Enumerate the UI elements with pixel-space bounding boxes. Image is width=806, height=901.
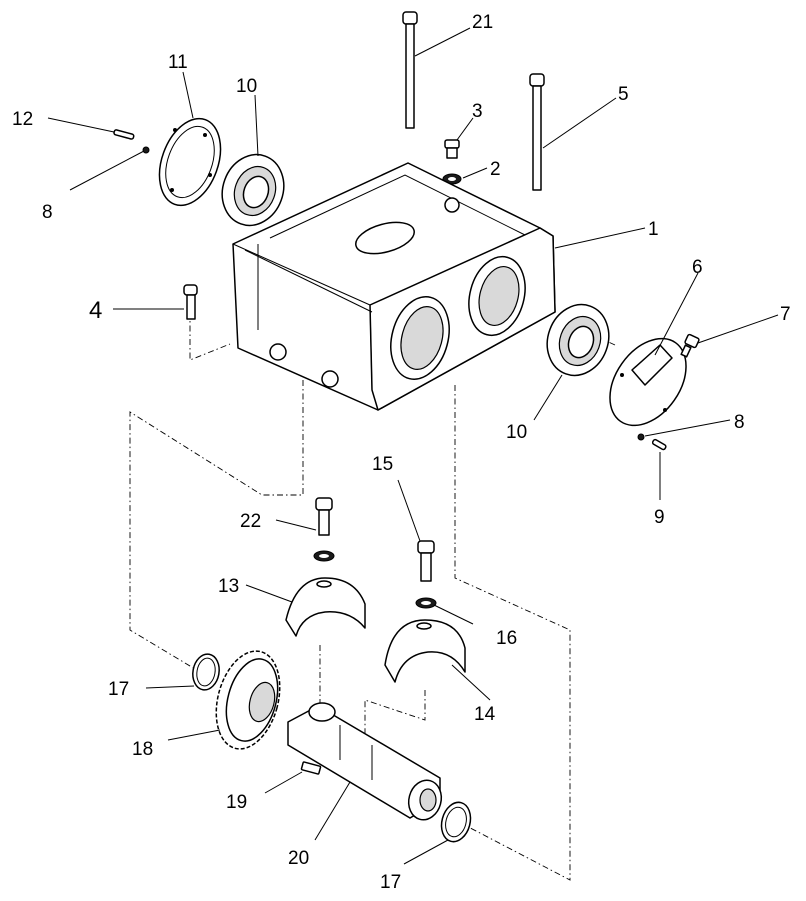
callout-15: 15 [372, 454, 393, 475]
callout-6: 6 [692, 257, 703, 278]
part-20-shaft [287, 702, 443, 821]
part-16-washer [415, 597, 437, 609]
part-14-bearing-cap [384, 619, 466, 683]
callout-21: 21 [472, 12, 493, 33]
part-8-washer-lower [637, 433, 645, 441]
callout-4: 4 [89, 297, 102, 324]
part-13-bearing-cap [285, 577, 366, 637]
callout-20: 20 [288, 848, 309, 869]
callout-1: 1 [648, 219, 659, 240]
callout-17-right: 17 [380, 872, 401, 893]
part-17-snap-ring-left [192, 653, 220, 691]
callout-labels: 21 5 3 2 1 4 6 7 8 9 10 10 11 12 8 22 13… [12, 12, 791, 893]
callout-3: 3 [472, 101, 483, 122]
part-9-screw [651, 438, 667, 451]
callout-14: 14 [474, 704, 496, 725]
callout-11: 11 [168, 52, 188, 73]
callout-7: 7 [780, 304, 791, 325]
callout-17-left: 17 [108, 679, 129, 700]
part-1-gearbox-housing [232, 162, 556, 411]
part-5-long-bolt [529, 73, 545, 191]
part-7-screw [680, 333, 700, 358]
part-10-bearing-upper [221, 153, 285, 227]
part-8-washer-upper [142, 146, 150, 154]
callout-8-lower: 8 [734, 412, 745, 433]
part-18-gear [215, 650, 281, 750]
callout-18: 18 [132, 739, 153, 760]
part-19-key [300, 761, 322, 775]
callout-19: 19 [226, 792, 247, 813]
part-4-bolt [183, 284, 198, 320]
callout-2: 2 [490, 159, 501, 180]
part-22-bolt [313, 497, 335, 562]
callout-10-upper: 10 [236, 76, 257, 97]
part-3-plug [444, 139, 460, 159]
callout-9: 9 [654, 507, 665, 528]
part-6-side-cover [609, 337, 687, 427]
part-15-bolt [417, 540, 435, 582]
callout-13: 13 [218, 576, 239, 597]
part-10-bearing-lower [546, 303, 610, 377]
part-11-cover-plate [158, 117, 222, 207]
part-21-long-bolt [402, 11, 418, 129]
callout-8-upper: 8 [42, 202, 53, 223]
callout-12: 12 [12, 109, 33, 130]
part-17-snap-ring-right [440, 801, 472, 843]
part-12-pin [113, 129, 135, 140]
leader-lines [47, 27, 779, 865]
callout-5: 5 [618, 84, 629, 105]
callout-10-lower: 10 [506, 422, 527, 443]
callout-16: 16 [496, 628, 517, 649]
callout-22: 22 [240, 511, 261, 532]
